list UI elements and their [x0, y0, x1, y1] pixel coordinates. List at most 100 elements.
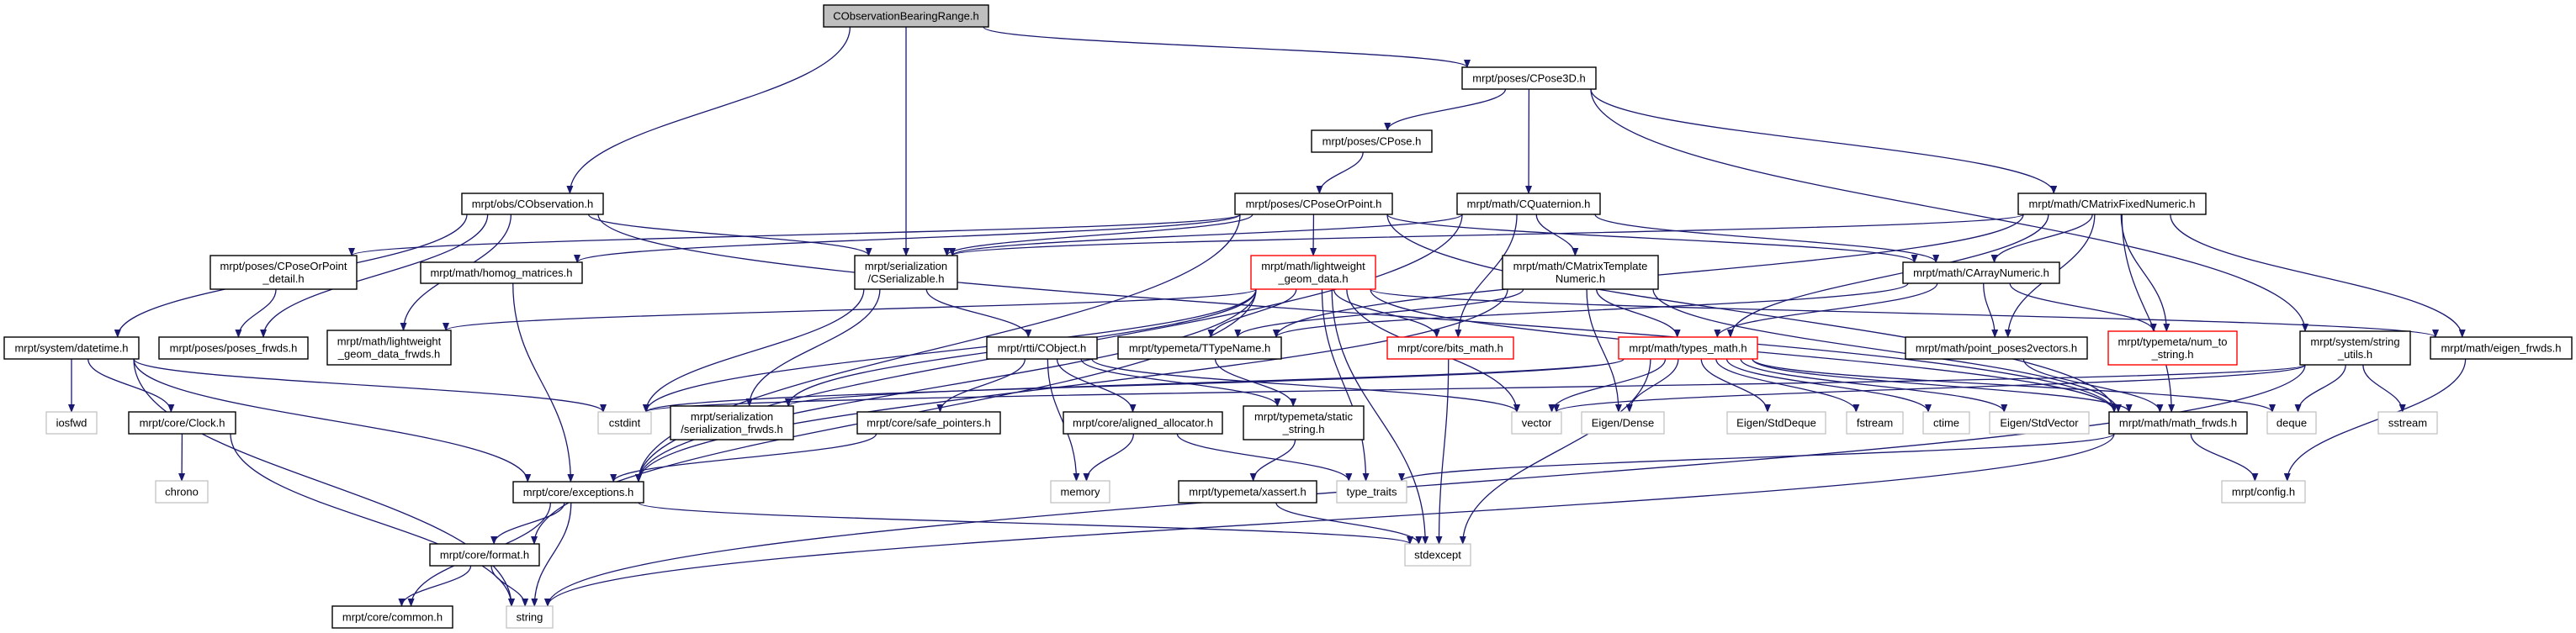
node-box	[506, 605, 554, 629]
node-box	[1456, 193, 1601, 215]
node-label: mrpt/core/format.h	[440, 549, 529, 562]
node-box	[2107, 330, 2238, 366]
node-label: mrpt/poses/poses_frwds.h	[170, 342, 298, 355]
node-math-frwds[interactable]: mrpt/math/math_frwds.h	[2108, 411, 2248, 435]
node-box	[3, 336, 140, 360]
edge-cquaternion-to-carraynumeric	[1594, 214, 1940, 263]
node-lwgeom-frwds[interactable]: mrpt/math/lightweight_geom_data_frwds.h	[326, 330, 452, 366]
node-cstdint: cstdint	[597, 411, 652, 435]
node-label: iosfwd	[56, 417, 87, 430]
edge-string_utils-to-string	[544, 364, 2306, 607]
node-box	[45, 411, 98, 435]
edge-aligned_allocator-to-type_traits	[1176, 433, 1353, 482]
edge-root-to-cobservation	[566, 26, 851, 194]
node-safe-pointers[interactable]: mrpt/core/safe_pointers.h	[856, 411, 1001, 435]
edge-types_math-to-fstream	[1715, 358, 1860, 413]
node-poses-frwds[interactable]: mrpt/poses/poses_frwds.h	[158, 336, 309, 360]
edge-format-to-common	[398, 565, 472, 607]
node-exceptions[interactable]: mrpt/core/exceptions.h	[512, 481, 644, 504]
node-carraynumeric[interactable]: mrpt/math/CArrayNumeric.h	[1902, 261, 2060, 284]
node-static-string[interactable]: mrpt/typemeta/static_string.h	[1243, 405, 1365, 440]
edge-cobservation-to-cserializable	[587, 214, 872, 256]
node-cposeorpoint[interactable]: mrpt/poses/CPoseOrPoint.h	[1234, 193, 1393, 215]
node-box	[2377, 411, 2438, 435]
node-root[interactable]: CObservationBearingRange.h	[823, 4, 989, 28]
node-label: mrpt/core/common.h	[342, 611, 443, 624]
edge-carraynumeric-to-point_poses2vectors	[1983, 282, 1999, 338]
node-cquaternion[interactable]: mrpt/math/CQuaternion.h	[1456, 193, 1601, 215]
node-cserializable[interactable]: mrpt/serialization/CSerializable.h	[854, 255, 958, 290]
edge-cquaternion-to-bits_math	[1455, 214, 1518, 338]
node-label: Numeric.h	[1556, 272, 1605, 285]
edge-static_string-to-xassert	[1249, 439, 1296, 482]
node-clock[interactable]: mrpt/core/Clock.h	[128, 411, 236, 435]
node-label: fstream	[1857, 417, 1893, 430]
edge-safe_pointers-to-exceptions	[610, 433, 877, 483]
node-cpose[interactable]: mrpt/poses/CPose.h	[1311, 129, 1433, 153]
node-serialization-frwds[interactable]: mrpt/serialization/serialization_frwds.h	[670, 405, 794, 440]
node-label: mrpt/typemeta/num_to	[2118, 335, 2227, 348]
node-box	[158, 336, 309, 360]
node-label: _string.h	[2151, 348, 2194, 361]
node-memory: memory	[1050, 480, 1110, 504]
node-aligned-allocator[interactable]: mrpt/core/aligned_allocator.h	[1063, 411, 1223, 435]
node-fstream: fstream	[1846, 411, 1904, 435]
node-cpose3d[interactable]: mrpt/poses/CPose3D.h	[1461, 66, 1597, 90]
node-label: cstdint	[609, 417, 641, 430]
node-label: mrpt/core/Clock.h	[140, 417, 225, 430]
node-box	[429, 543, 540, 567]
node-num-to-string[interactable]: mrpt/typemeta/num_to_string.h	[2107, 330, 2238, 366]
edge-types_math-to-stdexcept	[1459, 358, 1651, 545]
node-box	[670, 405, 794, 440]
node-box	[823, 4, 989, 28]
node-cmatrixfixed[interactable]: mrpt/math/CMatrixFixedNumeric.h	[2017, 193, 2207, 215]
edge-eigen_frwds-to-config	[2283, 358, 2467, 482]
node-label: string	[517, 611, 543, 624]
node-common[interactable]: mrpt/core/common.h	[331, 605, 453, 629]
node-point-poses2vectors[interactable]: mrpt/math/point_poses2vectors.h	[1905, 336, 2088, 360]
node-box	[1846, 411, 1904, 435]
node-label: /CSerializable.h	[867, 272, 944, 285]
node-vector: vector	[1511, 411, 1562, 435]
edge-homog-to-exceptions	[512, 282, 575, 483]
edge-cposeorpoint-to-cserializable	[943, 214, 1254, 256]
node-string-utils[interactable]: mrpt/system/string_utils.h	[2299, 330, 2411, 366]
node-box	[461, 193, 604, 215]
node-label: mrpt/typemeta/xassert.h	[1189, 486, 1306, 498]
edge-cobject-to-static_string	[1080, 358, 1281, 407]
node-datetime[interactable]: mrpt/system/datetime.h	[3, 336, 140, 360]
node-cposeorpoint-detail[interactable]: mrpt/poses/CPoseOrPoint_detail.h	[209, 255, 358, 290]
node-bits-math[interactable]: mrpt/core/bits_math.h	[1386, 336, 1514, 360]
edge-math_frwds-to-config	[2190, 433, 2259, 482]
node-homog[interactable]: mrpt/math/homog_matrices.h	[420, 261, 583, 284]
node-ttypename[interactable]: mrpt/typemeta/TTypeName.h	[1117, 336, 1282, 360]
node-label: mrpt/obs/CObservation.h	[472, 198, 594, 210]
node-box	[1902, 261, 2060, 284]
node-box	[209, 255, 358, 290]
node-xassert[interactable]: mrpt/typemeta/xassert.h	[1178, 480, 1317, 504]
node-box	[1243, 405, 1365, 440]
node-eigen-frwds[interactable]: mrpt/math/eigen_frwds.h	[2430, 336, 2573, 360]
edge-types_math-to-vector	[1548, 358, 1667, 413]
node-types-math[interactable]: mrpt/math/types_math.h	[1618, 336, 1758, 360]
edge-math_frwds-to-type_traits	[1398, 433, 2115, 482]
node-format[interactable]: mrpt/core/format.h	[429, 543, 540, 567]
node-lwgeom[interactable]: mrpt/math/lightweight_geom_data.h	[1250, 255, 1376, 290]
node-label: mrpt/typemeta/TTypeName.h	[1129, 342, 1270, 355]
edge-lwgeom-to-eigen_frwds	[1370, 288, 2439, 338]
edge-types_math-to-ctime	[1725, 358, 1932, 413]
edge-cobject-to-aligned_allocator	[1056, 358, 1137, 413]
node-label: mrpt/math/lightweight	[1261, 260, 1365, 272]
node-label: mrpt/poses/CPoseOrPoint.h	[1246, 198, 1382, 210]
edge-point_poses2vectors-to-math_frwds	[2022, 358, 2164, 413]
edge-xassert-to-stdexcept	[1275, 502, 1423, 545]
node-label: mrpt/system/string	[2310, 335, 2399, 348]
node-box	[597, 411, 652, 435]
node-cobservation[interactable]: mrpt/obs/CObservation.h	[461, 193, 604, 215]
node-box	[1502, 255, 1659, 290]
node-label: mrpt/poses/CPose.h	[1322, 135, 1422, 148]
edge-datetime-to-clock	[87, 358, 175, 413]
node-box	[1336, 480, 1407, 504]
node-cobject[interactable]: mrpt/rtti/CObject.h	[986, 336, 1098, 360]
